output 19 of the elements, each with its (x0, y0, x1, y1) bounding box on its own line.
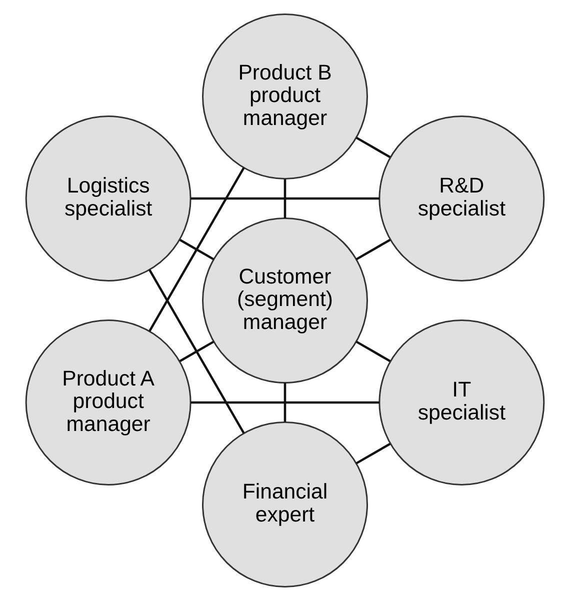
connector (148, 269, 244, 434)
connector (190, 401, 379, 404)
node-circle: IT specialist (378, 320, 544, 486)
connector (178, 238, 214, 260)
connector (355, 340, 390, 362)
node-circle: Product B product manager (202, 14, 368, 180)
connector (148, 167, 244, 332)
connector (355, 238, 390, 260)
connector (355, 136, 390, 158)
connector (283, 179, 286, 218)
node-circle: R&D specialist (378, 116, 544, 282)
connector (178, 340, 214, 362)
connector (190, 197, 379, 200)
node-circle: Logistics specialist (24, 116, 191, 282)
node-circle: Customer (segment) manager (202, 218, 368, 384)
node-circle: Product A product manager (24, 320, 191, 486)
node-circle: Financial expert (202, 422, 368, 588)
connector (283, 382, 286, 422)
connector (355, 442, 390, 464)
